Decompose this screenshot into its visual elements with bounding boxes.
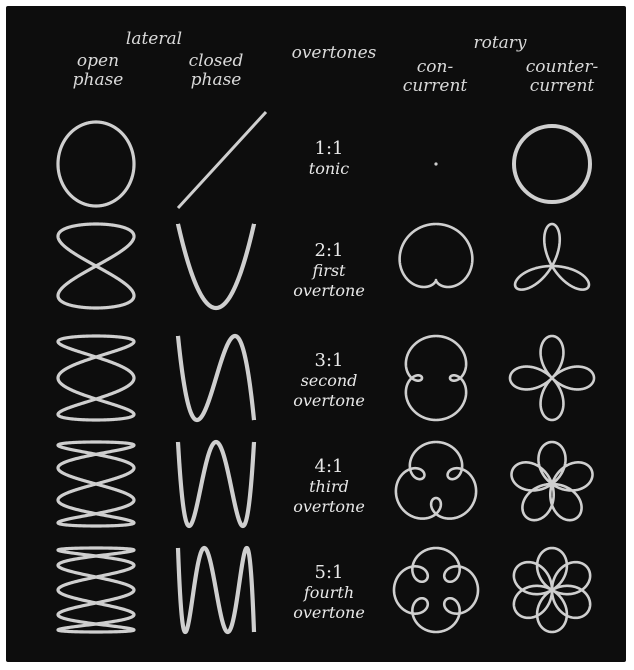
row-label-2: 2:1 first overtone [284,240,374,301]
countercurrent-curve-5 [514,548,590,632]
countercurrent-curve-3 [510,336,594,420]
row-label-5: 5:1 fourth overtone [284,562,374,623]
ratio-label: 4:1 [284,456,374,477]
closed-phase-curve-3 [178,336,254,420]
overtone-name: second [284,371,374,391]
countercurrent-curve-2 [515,224,589,290]
header-open-phase: open phase [58,52,138,90]
row-label-1: 1:1 tonic [284,138,374,179]
ratio-label: 5:1 [284,562,374,583]
closed-phase-curve-2 [178,224,254,308]
open-phase-curve-3 [58,336,134,420]
overtone-word: overtone [284,281,374,301]
open-phase-curve-5 [58,548,134,632]
concurrent-curve-4 [396,442,476,519]
concurrent-curve-5 [394,548,478,632]
row-label-4: 4:1 third overtone [284,456,374,517]
overtone-word: overtone [284,391,374,411]
countercurrent-curve-1 [514,126,590,202]
closed-phase-curve-4 [178,442,254,526]
ratio-label: 2:1 [284,240,374,261]
header-countercurrent: counter- current [512,58,612,96]
header-concurrent: con- current [390,58,480,96]
closed-phase-curve-1 [178,112,266,208]
open-phase-curve-4 [58,442,134,526]
countercurrent-curve-4 [512,442,593,520]
open-phase-curve-2 [58,224,134,308]
overtone-name: tonic [284,159,374,179]
row-label-3: 3:1 second overtone [284,350,374,411]
overtone-name: third [284,477,374,497]
overtone-word: overtone [284,603,374,623]
ratio-label: 3:1 [284,350,374,371]
concurrent-curve-3 [406,336,466,420]
open-phase-curve-1 [58,122,134,206]
concurrent-curve-1 [434,162,437,165]
figure-panel: lateral open phase closed phase overtone… [6,6,626,662]
overtone-word: overtone [284,497,374,517]
closed-phase-curve-5 [178,548,254,632]
concurrent-curve-2 [400,224,473,287]
header-closed-phase: closed phase [176,52,256,90]
header-overtones: overtones [284,44,384,63]
overtone-name: fourth [284,583,374,603]
header-rotary: rotary [460,34,540,53]
ratio-label: 1:1 [284,138,374,159]
overtone-name: first [284,261,374,281]
header-lateral: lateral [114,30,194,49]
